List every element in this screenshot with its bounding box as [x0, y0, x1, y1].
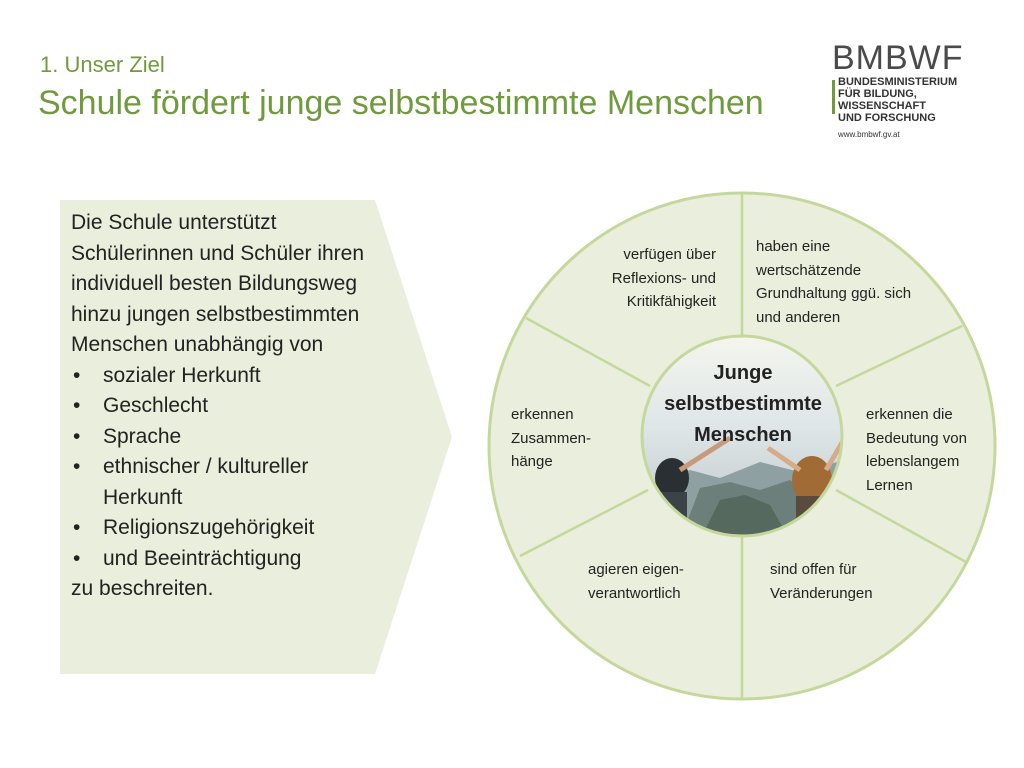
- logo-name: BMBWF: [832, 39, 964, 77]
- bullet-item: Sprache: [71, 422, 371, 453]
- segment-bottom-right: sind offen für Veränderungen: [770, 561, 873, 602]
- logo-line-1: BUNDESMINISTERIUM: [838, 76, 958, 88]
- segment-right: erkennen die Bedeutung von lebenslangem …: [866, 406, 967, 494]
- segment-bottom-left: agieren eigen-verantwortlich: [588, 561, 684, 602]
- wheel-dividers: [519, 193, 967, 699]
- segment-left: erkennen Zusammen-hänge: [511, 406, 592, 470]
- bullet-item: Religionszugehörigkeit: [71, 513, 371, 544]
- logo-url: www.bmbwf.gv.at: [838, 130, 900, 139]
- center-photo: [642, 336, 842, 536]
- arrow-text: Die Schule unterstützt Schülerinnen und …: [71, 208, 371, 605]
- segment-top-right: haben eine wertschätzende Grundhaltung g…: [756, 238, 912, 326]
- intro-text: Die Schule unterstützt Schülerinnen und …: [71, 211, 365, 356]
- logo-line-3: UND FORSCHUNG: [838, 112, 936, 124]
- bmbwf-logo: BMBWF BUNDESMINISTERIUM FÜR BILDUNG, WIS…: [832, 40, 1002, 139]
- slide-title: Schule fördert junge selbstbestimmte Men…: [38, 84, 764, 122]
- logo-line-2: FÜR BILDUNG, WISSENSCHAFT: [838, 88, 926, 112]
- bullet-item: ethnischer / kultureller Herkunft: [71, 452, 371, 513]
- segment-top-left: verfügen über Reflexions- und Kritikfähi…: [611, 246, 716, 310]
- bullet-list: sozialer Herkunft Geschlecht Sprache eth…: [71, 361, 371, 575]
- logo-accent-bar: [832, 80, 835, 114]
- slide-subtitle: 1. Unser Ziel: [40, 52, 165, 77]
- wheel-center-label: Junge selbstbestimmte Menschen: [664, 362, 822, 446]
- outro-text: zu beschreiten.: [71, 577, 214, 600]
- bullet-item: und Beeinträchtigung: [71, 544, 371, 575]
- bullet-item: Geschlecht: [71, 391, 371, 422]
- bullet-item: sozialer Herkunft: [71, 361, 371, 392]
